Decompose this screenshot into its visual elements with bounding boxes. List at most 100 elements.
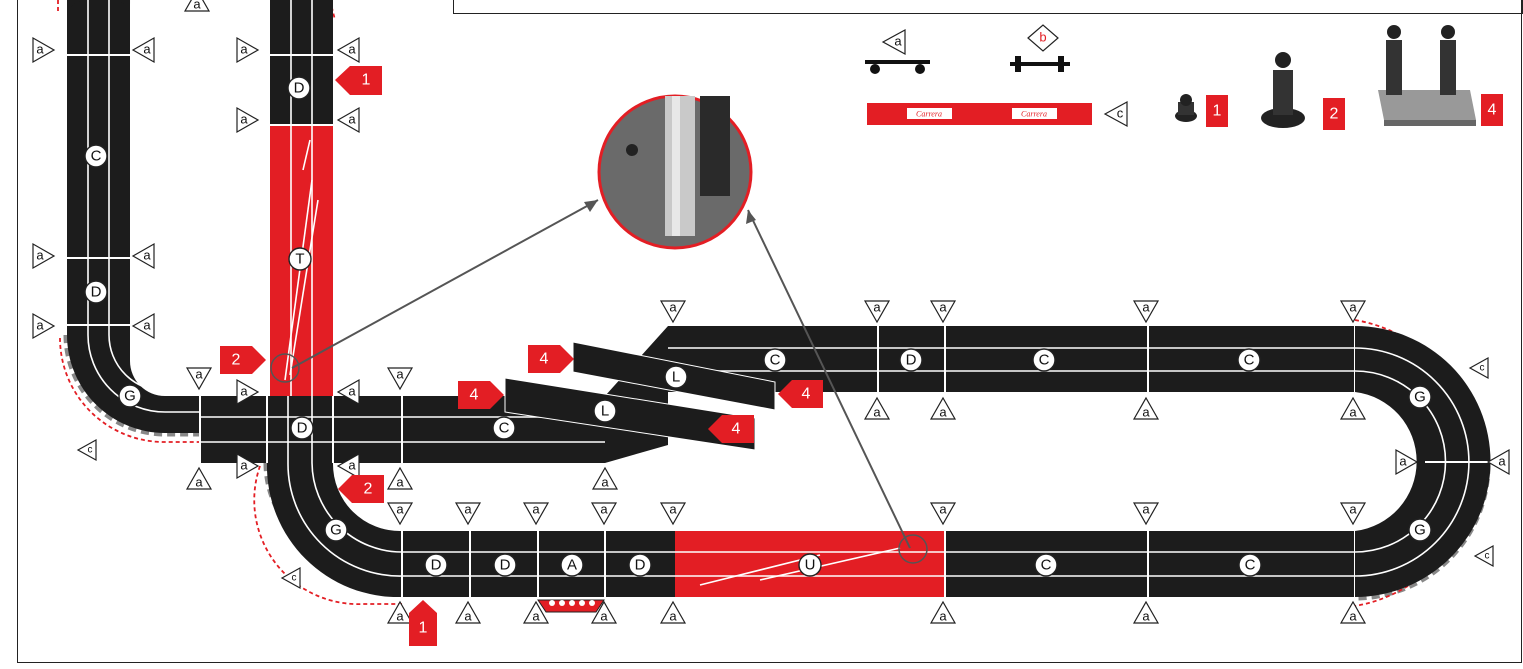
legend-support-2-flag: 2 — [1323, 98, 1345, 130]
connector-a-label: a — [600, 501, 608, 516]
piece-C-lower-mid: C — [492, 416, 516, 440]
flag-ramp-b: 4 — [458, 381, 504, 409]
track-piece-labels: D C T D G D C L L C D C C G G G D D A D … — [84, 76, 1432, 577]
connector-a-marker: a — [590, 600, 618, 624]
legend-support-4-flag: 4 — [1481, 94, 1503, 126]
connector-a-marker: a — [590, 501, 618, 526]
piece-T-red: T — [288, 247, 312, 271]
connector-a-label: a — [1349, 404, 1357, 419]
support-4-icon — [1378, 90, 1476, 120]
connector-a-label: a — [464, 608, 472, 623]
piece-D-top: D — [287, 76, 311, 100]
svg-text:2: 2 — [364, 481, 373, 498]
piece-C-upper1: C — [763, 348, 787, 372]
connector-a-marker: a — [131, 36, 155, 64]
piece-C-bottom1: C — [1034, 553, 1058, 577]
connector-a-label: a — [36, 41, 44, 56]
connector-a-label: a — [1142, 404, 1150, 419]
legend — [865, 25, 1476, 128]
connector-a-marker: a — [336, 452, 360, 480]
connector-a-marker: a — [131, 312, 155, 340]
connector-a-marker: a — [929, 396, 957, 420]
connector-a-label: a — [193, 0, 201, 11]
connector-a-marker: a — [1395, 448, 1419, 476]
connector-a-label: a — [240, 41, 248, 56]
connector-a-label: a — [1349, 608, 1357, 623]
piece-G-right-top: G — [1408, 385, 1432, 409]
connector-a-marker: a — [32, 242, 56, 270]
connector-a-label: a — [939, 608, 947, 623]
connector-a-label: a — [939, 299, 947, 314]
guard-c-label: c — [88, 445, 93, 456]
connector-a-marker: a — [1132, 299, 1160, 324]
piece-U-red: U — [798, 553, 822, 577]
flag-support-left: 2 — [220, 346, 266, 374]
connector-a-marker: a — [185, 466, 213, 490]
connector-a-label: a — [1142, 501, 1150, 516]
legend-support-1-flag: 1 — [1206, 95, 1228, 127]
guard-c-label: c — [292, 573, 297, 584]
svg-text:1: 1 — [1213, 103, 1222, 120]
piece-D-bottom2: D — [493, 553, 517, 577]
connector-a-marker: a — [1486, 448, 1510, 476]
piece-C-upper2: C — [1032, 348, 1056, 372]
svg-text:C: C — [1244, 352, 1255, 369]
flag-support-top: 1 — [335, 66, 382, 95]
svg-text:C: C — [770, 352, 781, 369]
connector-a-marker: a — [386, 501, 414, 526]
connector-a-label: a — [939, 404, 947, 419]
connector-a-label: a — [873, 404, 881, 419]
legend-guard-c-label: c — [1117, 105, 1124, 120]
connector-a-label: a — [1349, 501, 1357, 516]
lap-counter-icon — [537, 599, 605, 613]
connector-a-label: a — [240, 111, 248, 126]
connector-a-label: a — [348, 457, 356, 472]
svg-text:4: 4 — [1488, 102, 1497, 119]
svg-text:2: 2 — [1330, 106, 1339, 123]
flag-ramp-a: 4 — [528, 345, 574, 373]
connector-a-label: a — [36, 247, 44, 262]
flag-ramp-d: 4 — [708, 415, 754, 443]
piece-C-left: C — [84, 144, 108, 168]
connector-a-marker: a — [185, 366, 213, 391]
piece-D-cross: D — [290, 416, 314, 440]
connector-a-label: a — [348, 383, 356, 398]
connector-a-label: a — [36, 317, 44, 332]
svg-text:4: 4 — [732, 421, 741, 438]
flag-ramp-c: 4 — [778, 380, 823, 408]
connector-a-marker: a — [1132, 501, 1160, 526]
connector-a-marker: a — [236, 106, 260, 134]
piece-D-bottom1: D — [424, 553, 448, 577]
connector-a-label: a — [669, 299, 677, 314]
svg-text:C: C — [91, 148, 102, 165]
connector-a-label: a — [532, 608, 540, 623]
connector-a-label: a — [348, 41, 356, 56]
connector-a-marker: a — [336, 106, 360, 134]
piece-C-bottom2: C — [1238, 553, 1262, 577]
connector-a-marker: a — [863, 299, 891, 324]
guard-rail-brand-left: Carrera — [916, 110, 942, 119]
piece-D-bottom3: D — [628, 553, 652, 577]
connector-a-label: a — [939, 501, 947, 516]
connector-a-label: a — [1498, 453, 1506, 468]
guard-c-marker: c — [1473, 544, 1494, 568]
svg-text:U: U — [805, 557, 816, 574]
connector-a-label: a — [396, 474, 404, 489]
connector-a-marker: a — [1339, 600, 1367, 624]
connector-a-marker: a — [32, 312, 56, 340]
piece-L-lower: L — [593, 399, 617, 423]
connector-a-label: a — [143, 247, 151, 262]
svg-text:D: D — [294, 80, 305, 97]
connector-a-marker: a — [336, 378, 360, 406]
connector-a-label: a — [143, 317, 151, 332]
svg-text:C: C — [1245, 557, 1256, 574]
piece-L-upper: L — [664, 365, 688, 389]
svg-text:4: 4 — [470, 387, 479, 404]
connector-a-label: a — [1399, 453, 1407, 468]
connector-a-marker: a — [863, 396, 891, 420]
legend-connector-a-label: a — [894, 33, 902, 48]
connector-a-marker: a — [929, 299, 957, 324]
connector-a-marker: a — [454, 600, 482, 624]
